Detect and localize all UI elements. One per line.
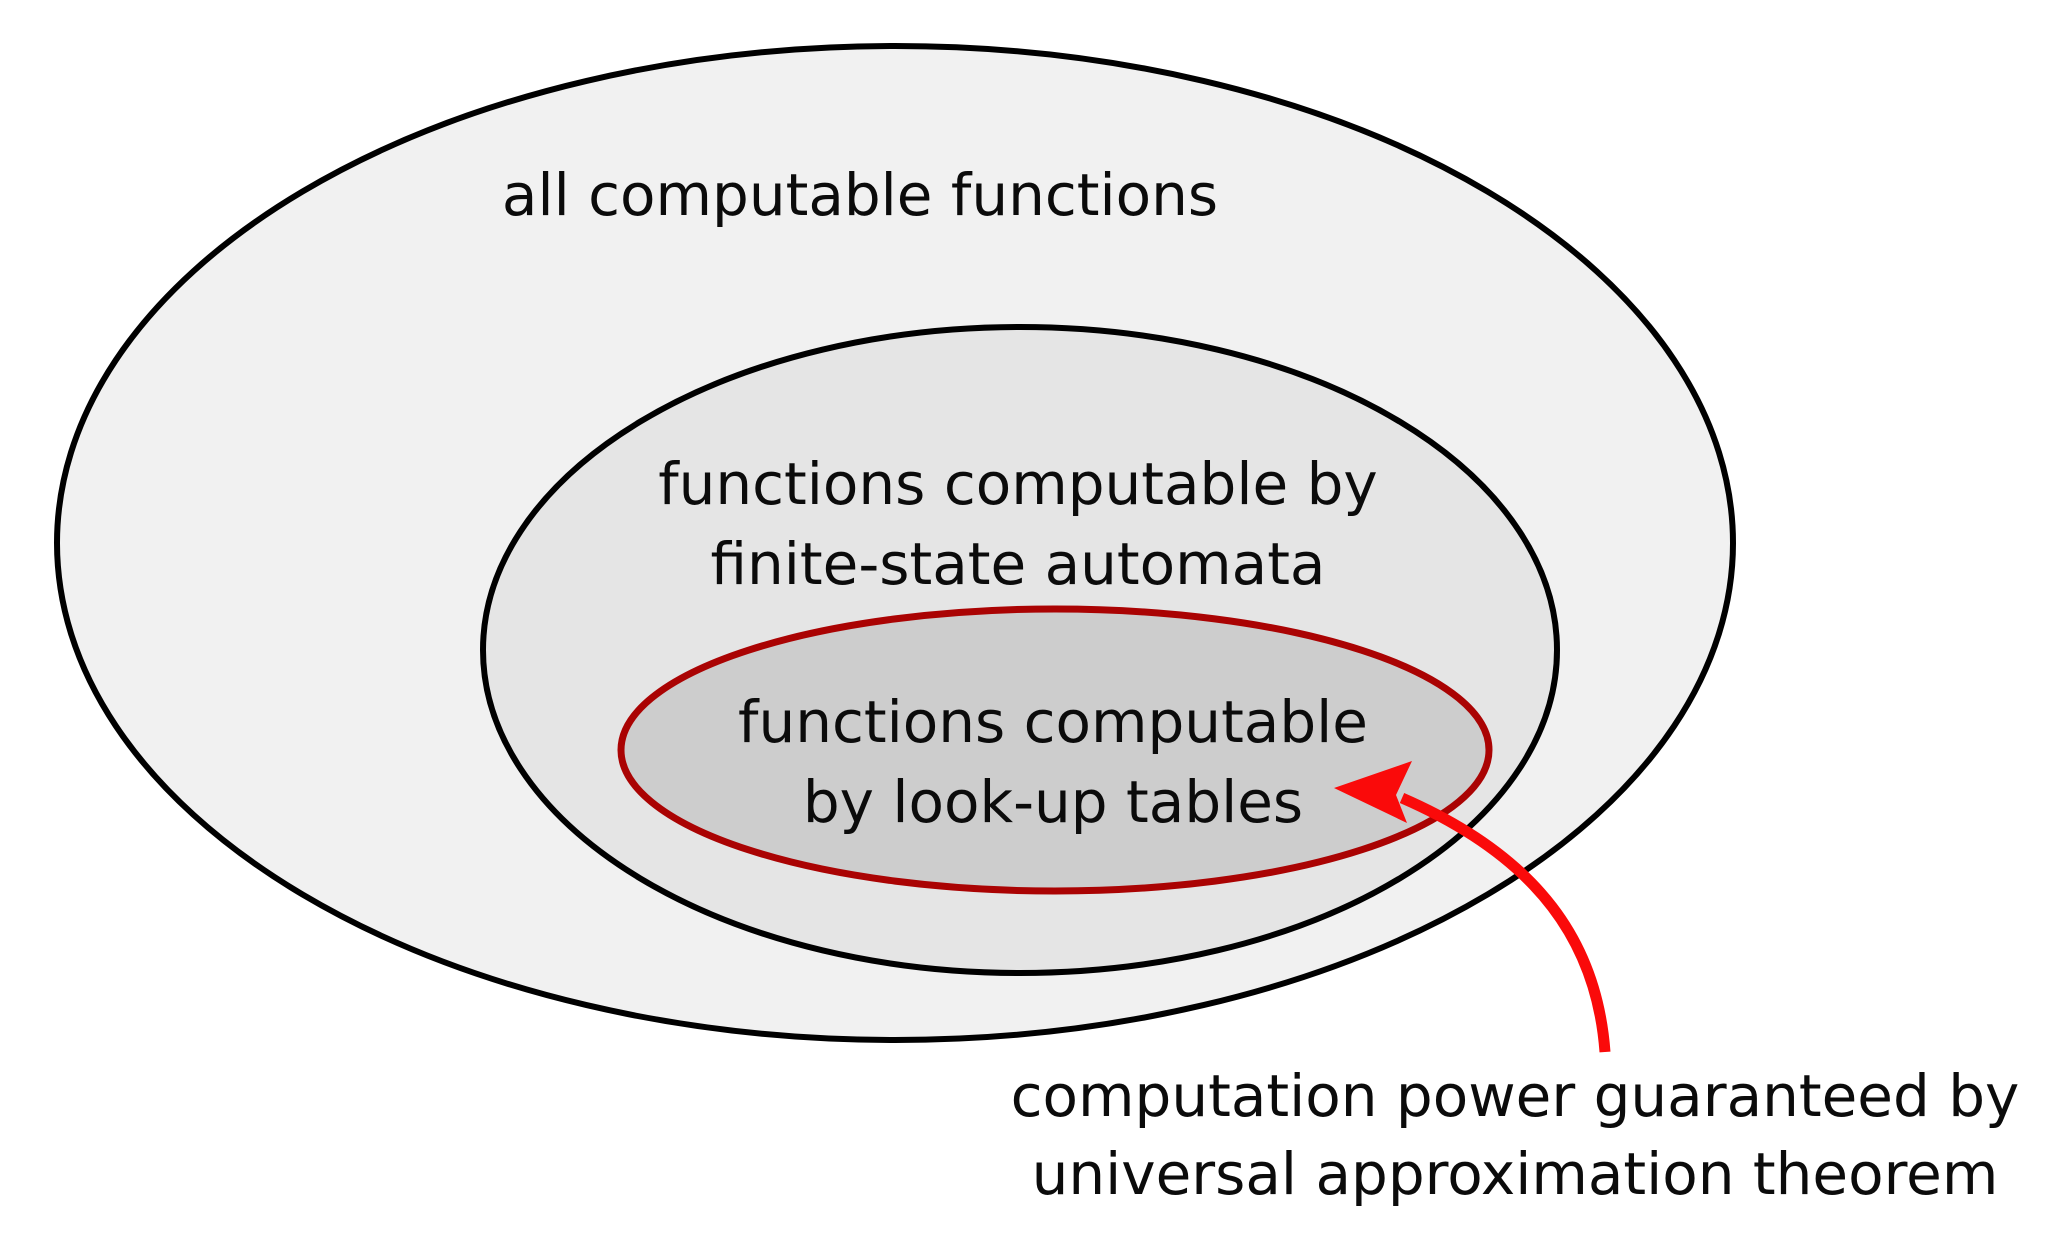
inner-set-ellipse: [617, 605, 1493, 895]
annotation-line1: computation power guaranteed by: [1011, 1062, 2020, 1130]
inner-set-label-line1: functions computable: [738, 688, 1368, 756]
outer-set-label: all computable functions: [502, 161, 1218, 229]
annotation-line2: universal approximation theorem: [1032, 1140, 1999, 1208]
middle-set-label-line2: finite-state automata: [711, 530, 1326, 598]
middle-set-label-line1: functions computable by: [658, 450, 1378, 518]
arrow-shaft: [1399, 792, 1611, 1053]
annotation-arrow: [1334, 761, 1611, 1053]
inner-set-label-line2: by look-up tables: [803, 768, 1303, 836]
arrow-head-icon: [1334, 761, 1412, 823]
